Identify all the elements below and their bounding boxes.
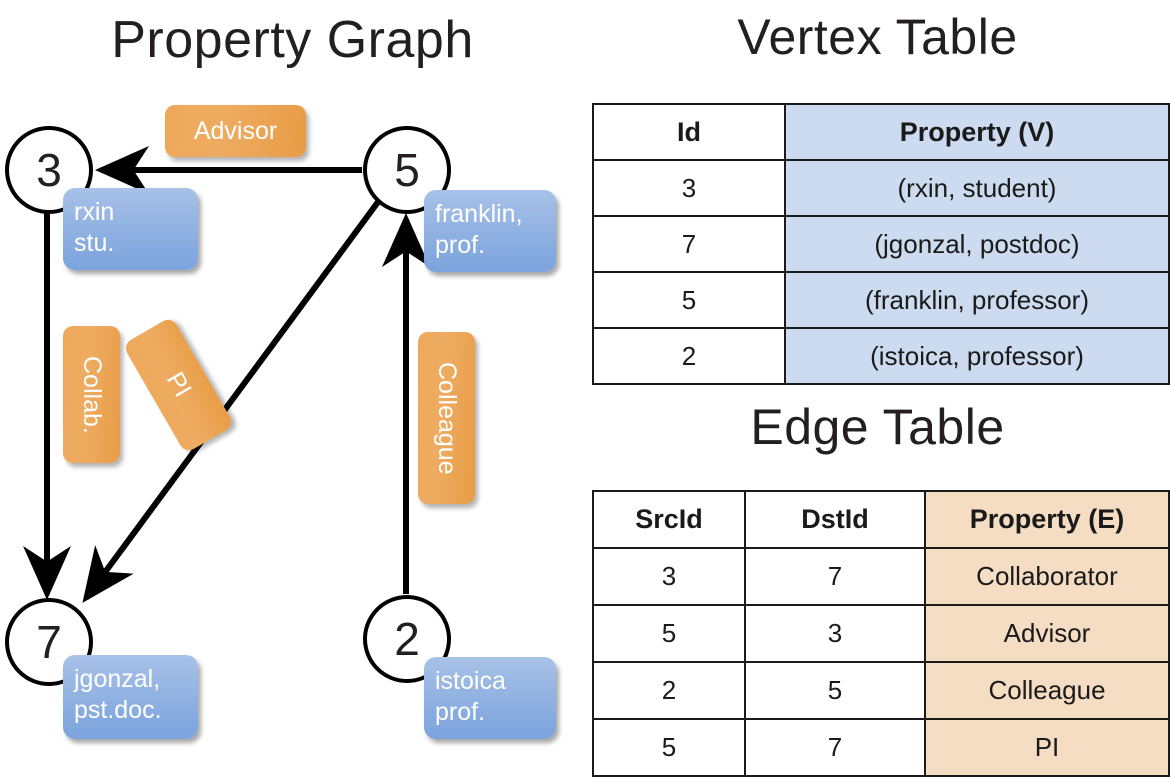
vertex-cell-id: 2 xyxy=(592,327,786,385)
table-row: 5 7 PI xyxy=(592,718,1170,777)
vertex-cell-id: 7 xyxy=(592,215,786,273)
vertex-property-line2: pst.doc. xyxy=(74,695,162,724)
edge-cell-dstid: 7 xyxy=(744,718,926,777)
vertex-cell-property: (rxin, student) xyxy=(784,159,1170,217)
vertex-table: Id Property (V) 3 (rxin, student) 7 (jgo… xyxy=(592,103,1170,385)
table-header-row: Id Property (V) xyxy=(592,103,1170,161)
vertex-property-box-3: rxin stu. xyxy=(63,188,198,270)
table-row: 7 (jgonzal, postdoc) xyxy=(592,215,1170,273)
vertex-property-line1: rxin xyxy=(74,198,115,226)
edge-cell-srcid: 2 xyxy=(592,661,746,720)
vertex-cell-property: (jgonzal, postdoc) xyxy=(784,215,1170,273)
edge-cell-property: Colleague xyxy=(924,661,1170,720)
edge-pi-5-to-7 xyxy=(82,200,381,603)
vertex-cell-property: (franklin, professor) xyxy=(784,271,1170,329)
vertex-property-line1: jgonzal, xyxy=(74,665,161,693)
edge-header-property: Property (E) xyxy=(924,490,1170,549)
vertex-header-id: Id xyxy=(592,103,786,161)
table-row: 3 7 Collaborator xyxy=(592,547,1170,606)
page-title-vertex-table: Vertex Table xyxy=(737,9,1018,65)
table-row: 2 (istoica, professor) xyxy=(592,327,1170,385)
vertex-property-line2: prof. xyxy=(435,697,486,726)
vertex-property-line2: prof. xyxy=(435,230,486,259)
edge-label-box-advisor: Advisor xyxy=(165,105,306,157)
edge-cell-dstid: 5 xyxy=(744,661,926,720)
edge-table: SrcId DstId Property (E) 3 7 Collaborato… xyxy=(592,490,1170,777)
graph-edges-layer xyxy=(23,146,430,603)
edge-header-dstid: DstId xyxy=(744,490,926,549)
edge-cell-property: PI xyxy=(924,718,1170,777)
vertex-property-line1: franklin, xyxy=(435,200,523,228)
edge-cell-srcid: 3 xyxy=(592,547,746,606)
edge-cell-property: Advisor xyxy=(924,604,1170,663)
edge-cell-property: Collaborator xyxy=(924,547,1170,606)
table-row: 5 (franklin, professor) xyxy=(592,271,1170,329)
graph-node-2[interactable]: 2 xyxy=(363,595,451,683)
edge-cell-srcid: 5 xyxy=(592,604,746,663)
graph-node-5[interactable]: 5 xyxy=(363,126,451,214)
edge-cell-dstid: 7 xyxy=(744,547,926,606)
vertex-cell-id: 5 xyxy=(592,271,786,329)
page-title-edge-table: Edge Table xyxy=(750,399,1005,455)
edge-header-srcid: SrcId xyxy=(592,490,746,549)
vertex-cell-id: 3 xyxy=(592,159,786,217)
table-row: 3 (rxin, student) xyxy=(592,159,1170,217)
edge-label-box-collab: Collab. xyxy=(63,326,120,463)
edge-cell-srcid: 5 xyxy=(592,718,746,777)
vertex-cell-property: (istoica, professor) xyxy=(784,327,1170,385)
table-row: 5 3 Advisor xyxy=(592,604,1170,663)
table-header-row: SrcId DstId Property (E) xyxy=(592,490,1170,549)
vertex-property-box-5: franklin, prof. xyxy=(424,190,556,272)
vertex-property-box-2: istoica prof. xyxy=(424,657,556,739)
edge-label-box-colleague: Colleague xyxy=(418,332,475,504)
vertex-property-box-7: jgonzal, pst.doc. xyxy=(63,655,198,739)
edge-cell-dstid: 3 xyxy=(744,604,926,663)
page-title-property-graph: Property Graph xyxy=(111,11,474,69)
vertex-property-line2: stu. xyxy=(74,228,115,257)
vertex-header-property: Property (V) xyxy=(784,103,1170,161)
table-row: 2 5 Colleague xyxy=(592,661,1170,720)
property-graph-diagram: 3 5 7 2 rxin stu. franklin, prof. jgonza… xyxy=(0,0,585,760)
vertex-property-line1: istoica xyxy=(435,667,506,695)
